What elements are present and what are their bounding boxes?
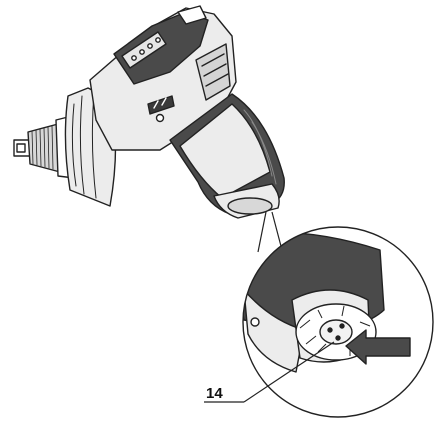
callout-label-14: 14: [206, 385, 223, 402]
arrow-icon: [345, 329, 411, 365]
detail-inset: [242, 226, 434, 418]
brand-logo-icon: [147, 95, 175, 115]
zoom-lines: [257, 211, 283, 253]
charging-port: [319, 319, 353, 345]
screwdriver-illustration: [13, 5, 285, 219]
callout-leader: [204, 341, 335, 403]
